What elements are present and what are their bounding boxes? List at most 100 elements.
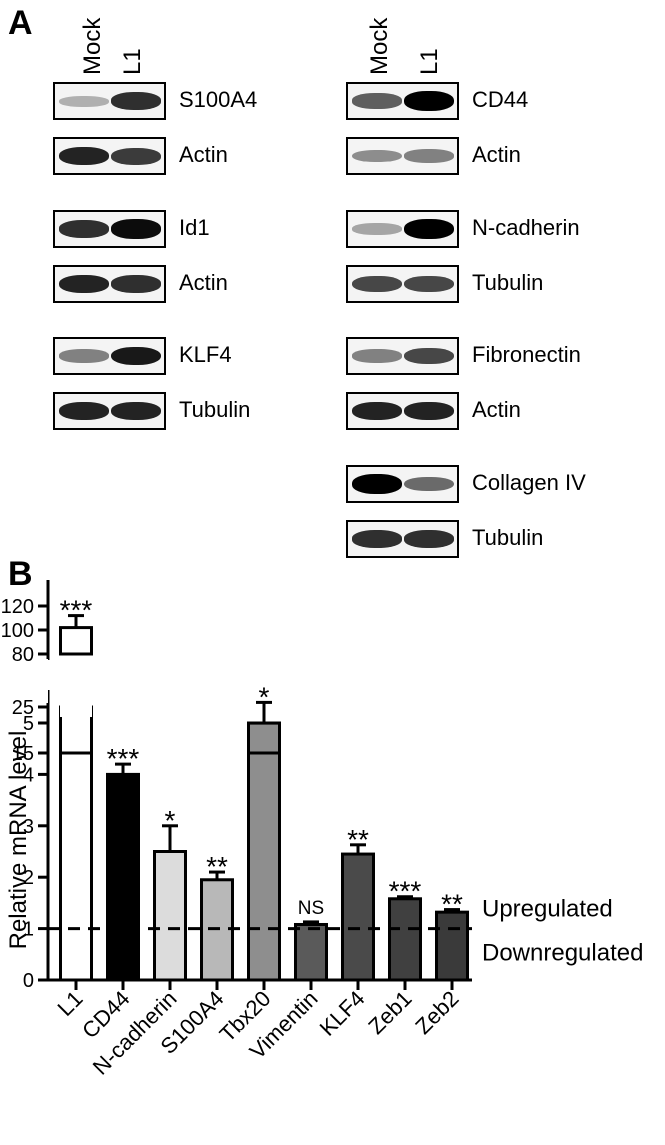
bar-L1 (59, 721, 93, 982)
band-mock (59, 349, 109, 363)
bar-Tbx20 (247, 721, 281, 982)
blot-right-1 (346, 137, 459, 175)
significance-label: *** (389, 876, 422, 907)
band-l1 (404, 149, 454, 163)
band-mock (352, 530, 402, 548)
band-l1 (404, 275, 454, 293)
axis-break-gap-1 (34, 659, 48, 703)
blot-label: CD44 (472, 87, 529, 112)
band-mock (352, 93, 402, 109)
lane-mock-left: Mock (79, 17, 106, 75)
bar-Zeb1 (388, 897, 422, 982)
blot-left-5 (53, 392, 166, 430)
blot-label: Fibronectin (472, 342, 581, 367)
blot-right-7 (346, 520, 459, 558)
band-l1 (404, 476, 454, 492)
significance-label: * (259, 681, 270, 712)
blot-label: Collagen IV (472, 470, 586, 495)
bar-Zeb2 (435, 910, 469, 982)
blot-right-3 (346, 265, 459, 303)
x-tick-label: KLF4 (315, 986, 370, 1041)
y-tick-label: 4 (23, 764, 34, 786)
panel-b-label: B (8, 555, 33, 593)
bar-N-cadherin (153, 850, 187, 982)
x-tick-label: L1 (53, 986, 88, 1021)
y-tick-label: 5 (23, 713, 34, 735)
y-tick-label: 1 (23, 919, 34, 941)
band-l1 (111, 147, 161, 165)
blot-label: Actin (179, 270, 228, 295)
band-l1 (404, 401, 454, 421)
significance-label: ** (206, 851, 228, 882)
x-tick-label: Zeb2 (410, 986, 463, 1039)
lane-l1-right: L1 (416, 48, 443, 75)
band-mock (59, 401, 109, 421)
blot-label: N-cadherin (472, 215, 580, 240)
y-tick-label: 100 (1, 620, 34, 642)
band-l1 (404, 219, 454, 239)
y-tick-label: 80 (12, 644, 34, 666)
bar-KLF4 (341, 852, 375, 982)
band-mock (59, 146, 109, 166)
annotation-downregulated: Downregulated (482, 940, 643, 967)
significance-label: NS (298, 898, 324, 919)
significance-label: *** (107, 743, 140, 774)
band-l1 (111, 401, 161, 421)
y-axis-label: Relative mRNA level (5, 731, 32, 950)
band-l1 (404, 91, 454, 111)
blot-right-2 (346, 210, 459, 248)
bar-break-gap-l1 (60, 660, 92, 717)
bar-Vimentin (294, 922, 328, 982)
bar-upper-Tbx20 (247, 721, 281, 755)
band-l1 (111, 275, 161, 293)
band-mock (59, 220, 109, 238)
blot-label: Tubulin (472, 525, 544, 550)
significance-label: ** (441, 889, 463, 920)
blot-label: Actin (179, 142, 228, 167)
y-tick-label: 2 (23, 867, 34, 889)
lane-mock-right: Mock (366, 17, 393, 75)
band-l1 (111, 346, 161, 366)
band-mock (59, 274, 109, 294)
band-mock (352, 149, 402, 163)
blot-left-3 (53, 265, 166, 303)
blot-right-5 (346, 392, 459, 430)
annotation-upregulated: Upregulated (482, 896, 613, 923)
blot-label: S100A4 (179, 87, 258, 112)
blot-left-2 (53, 210, 166, 248)
bar-CD44 (106, 772, 140, 982)
band-mock (352, 401, 402, 421)
y-tick-label: 3 (23, 816, 34, 838)
blot-left-1 (53, 137, 166, 175)
band-l1 (404, 530, 454, 548)
band-mock (352, 275, 402, 293)
blot-label: Tubulin (472, 270, 544, 295)
y-tick-label: 25 (12, 697, 34, 719)
panel-a-label: A (8, 4, 33, 42)
band-l1 (111, 219, 161, 239)
blot-label: KLF4 (179, 342, 232, 367)
band-mock (352, 349, 402, 363)
blot-label: Id1 (179, 215, 210, 240)
blot-left-0 (53, 82, 166, 120)
blot-label: Actin (472, 142, 521, 167)
bar-upper-L1 (59, 626, 93, 656)
blot-right-6 (346, 465, 459, 503)
y-tick-label: 120 (1, 596, 34, 618)
blot-right-0 (346, 82, 459, 120)
lane-l1-left: L1 (119, 48, 146, 75)
band-mock (352, 474, 402, 494)
band-l1 (111, 92, 161, 110)
y-tick-label: 0 (23, 970, 34, 992)
blot-label: Actin (472, 397, 521, 422)
band-l1 (404, 347, 454, 365)
significance-label: ** (347, 824, 369, 855)
y-tick-label: 15 (12, 743, 34, 765)
blot-right-4 (346, 337, 459, 375)
significance-label: * (165, 805, 176, 836)
significance-label: *** (60, 595, 93, 626)
band-mock (59, 95, 109, 107)
x-tick-label: Zeb1 (363, 986, 416, 1039)
blot-label: Tubulin (179, 397, 251, 422)
